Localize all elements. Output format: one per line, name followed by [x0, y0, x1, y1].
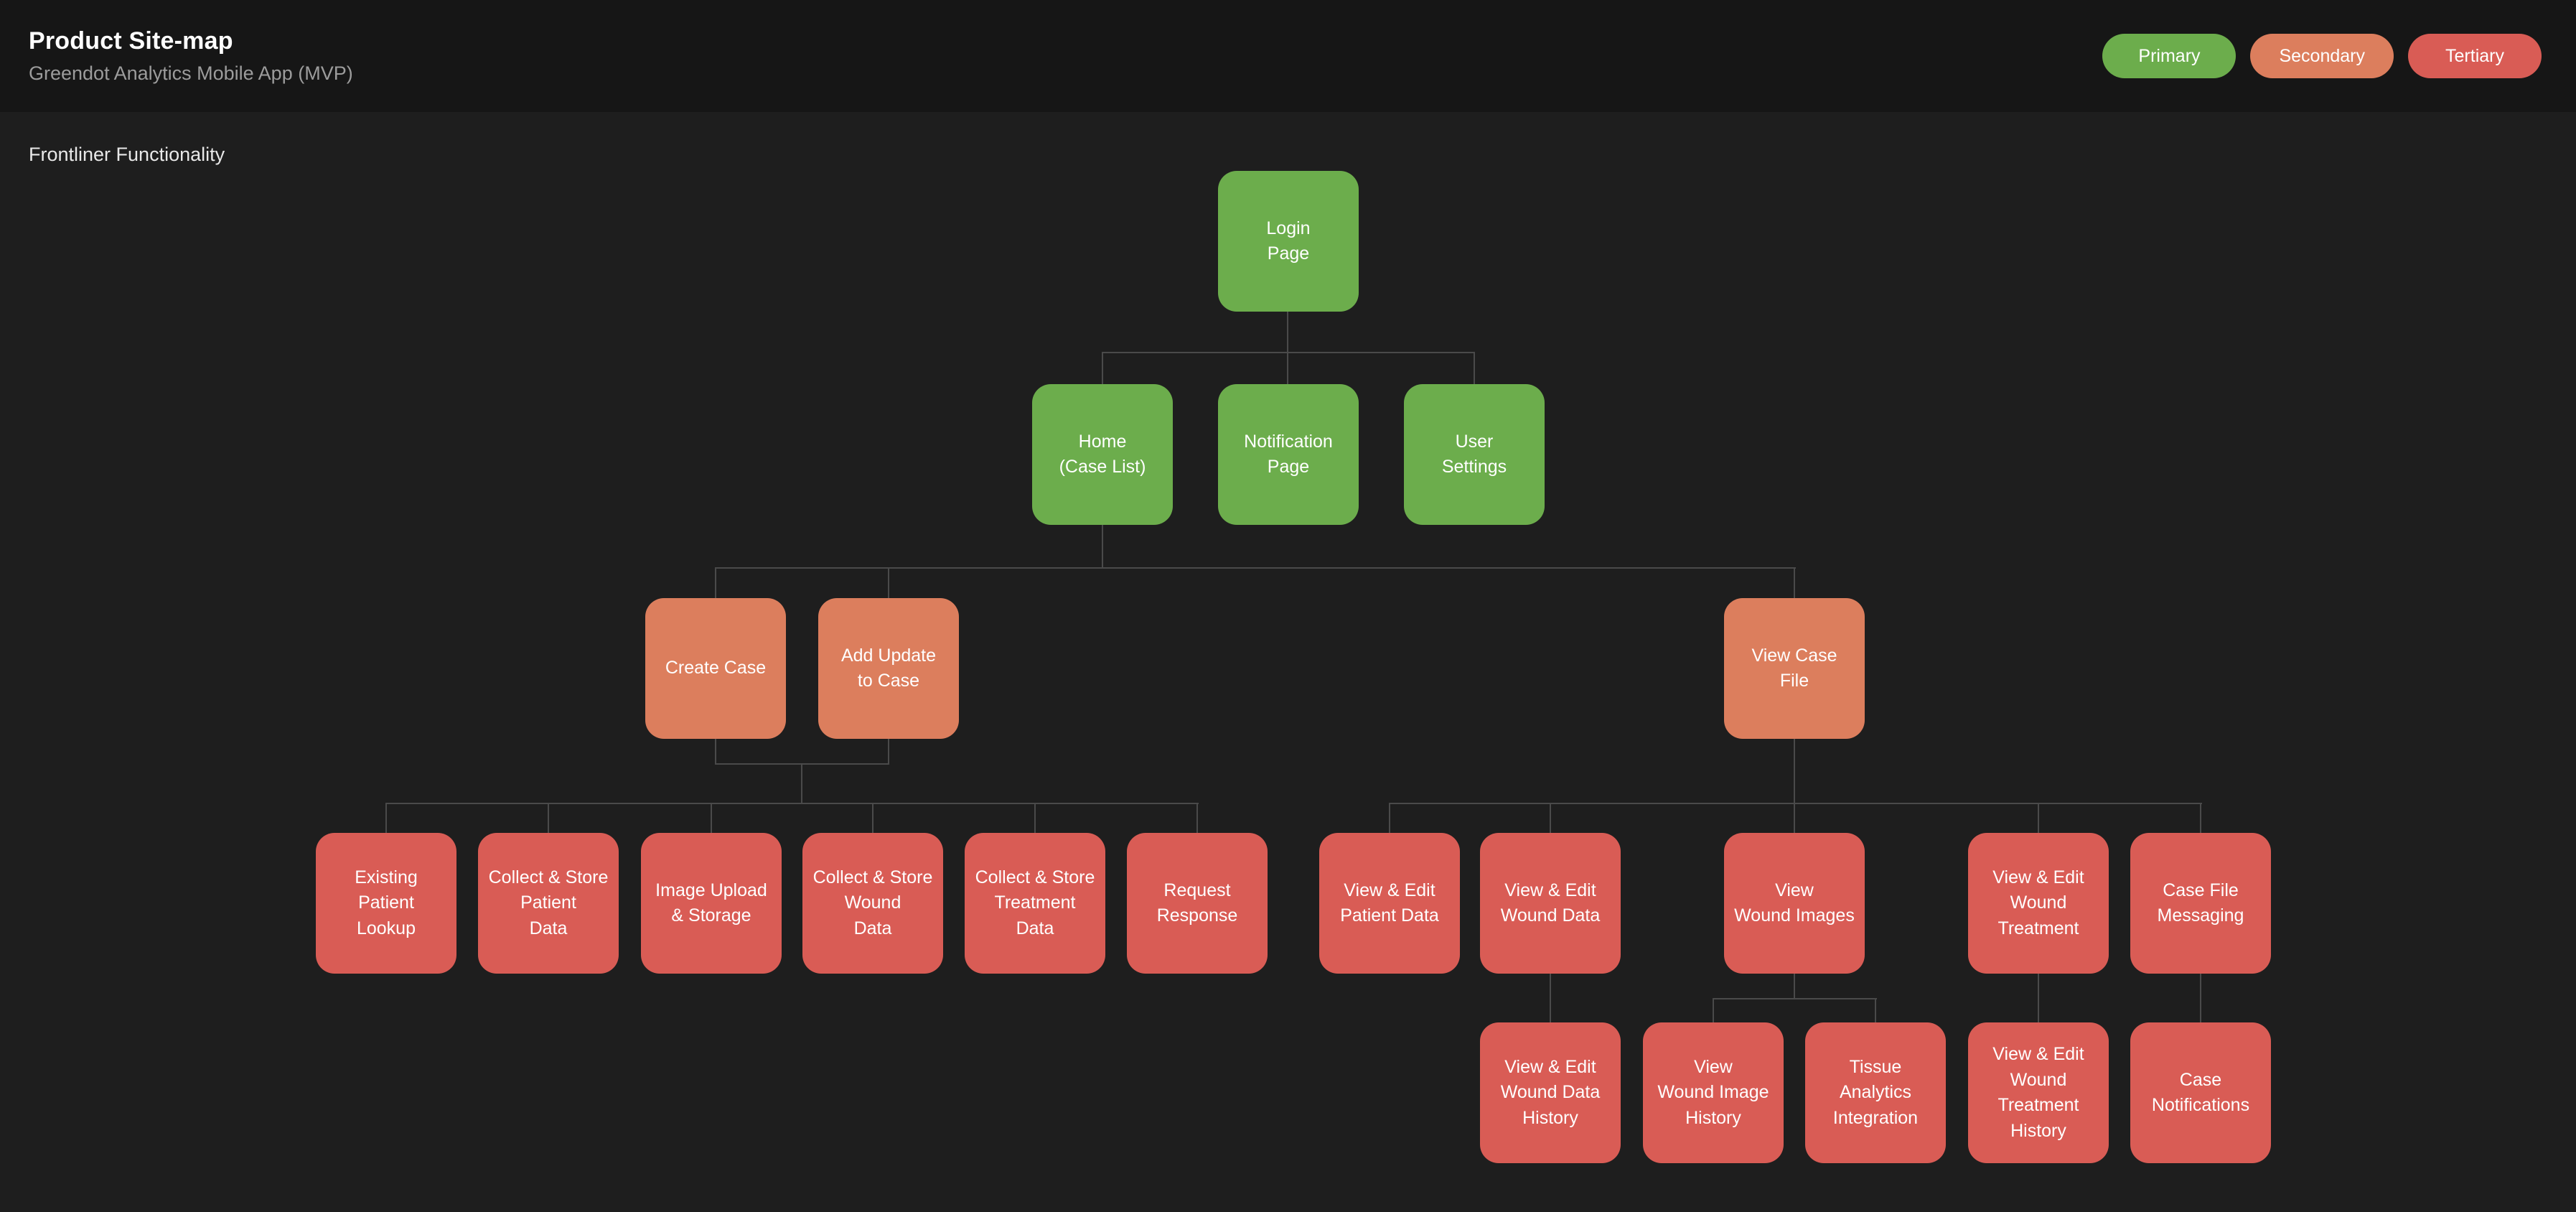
legend-pill-secondary[interactable]: Secondary — [2250, 34, 2394, 78]
connector-line — [1389, 803, 2202, 804]
node-tissue-analytics-integration[interactable]: Tissue Analytics Integration — [1805, 1022, 1946, 1163]
connector-line — [1713, 998, 1877, 999]
connector-line — [715, 567, 716, 598]
node-view-edit-wound-treatment-history[interactable]: View & Edit Wound Treatment History — [1968, 1022, 2109, 1163]
node-request-response[interactable]: Request Response — [1127, 833, 1268, 974]
legend-pill-primary[interactable]: Primary — [2102, 34, 2237, 78]
node-create-case[interactable]: Create Case — [645, 598, 786, 739]
node-login-page[interactable]: Login Page — [1218, 171, 1359, 312]
connector-line — [1034, 803, 1036, 833]
header-bar: Product Site-map Greendot Analytics Mobi… — [0, 0, 2576, 112]
section-label: Frontliner Functionality — [29, 144, 225, 165]
connector-line — [1875, 998, 1876, 1022]
node-view-edit-wound-treatment[interactable]: View & Edit Wound Treatment — [1968, 833, 2109, 974]
node-add-update-to-case[interactable]: Add Update to Case — [818, 598, 959, 739]
connector-line — [1287, 312, 1288, 384]
connector-line — [1196, 803, 1198, 833]
node-view-case-file[interactable]: View Case File — [1724, 598, 1865, 739]
node-user-settings[interactable]: User Settings — [1404, 384, 1545, 525]
connector-line — [1794, 974, 1795, 999]
legend-pill-tertiary[interactable]: Tertiary — [2408, 34, 2542, 78]
connector-line — [2038, 803, 2039, 833]
connector-line — [1794, 567, 1795, 598]
connector-line — [1474, 352, 1475, 384]
node-collect-store-treatment-data[interactable]: Collect & Store Treatment Data — [965, 833, 1105, 974]
header-titles: Product Site-map Greendot Analytics Mobi… — [29, 27, 353, 85]
node-view-wound-images[interactable]: View Wound Images — [1724, 833, 1865, 974]
node-view-edit-patient-data[interactable]: View & Edit Patient Data — [1319, 833, 1460, 974]
connector-line — [1389, 803, 1390, 833]
connector-line — [711, 803, 712, 833]
connector-line — [1102, 352, 1103, 384]
connector-line — [1794, 739, 1795, 804]
node-home-case-list[interactable]: Home (Case List) — [1032, 384, 1173, 525]
page-subtitle: Greendot Analytics Mobile App (MVP) — [29, 62, 353, 84]
connector-line — [888, 567, 889, 598]
connector-line — [1713, 998, 1714, 1022]
node-view-edit-wound-data[interactable]: View & Edit Wound Data — [1480, 833, 1621, 974]
connector-line — [385, 803, 387, 833]
connector-line — [1102, 525, 1103, 569]
connector-line — [715, 567, 1796, 569]
node-collect-store-wound-data[interactable]: Collect & Store Wound Data — [802, 833, 943, 974]
connector-line — [2200, 803, 2201, 833]
connector-line — [1102, 352, 1475, 353]
connector-line — [2200, 974, 2201, 1022]
page-title: Product Site-map — [29, 27, 233, 55]
connector-line — [872, 803, 874, 833]
node-view-wound-image-history[interactable]: View Wound Image History — [1643, 1022, 1784, 1163]
connector-line — [548, 803, 549, 833]
node-case-notifications[interactable]: Case Notifications — [2130, 1022, 2271, 1163]
connector-line — [1794, 803, 1795, 833]
connector-line — [385, 803, 1199, 804]
node-view-edit-wound-data-history[interactable]: View & Edit Wound Data History — [1480, 1022, 1621, 1163]
connector-line — [801, 763, 802, 804]
connector-line — [1550, 803, 1551, 833]
node-image-upload-storage[interactable]: Image Upload & Storage — [641, 833, 782, 974]
connector-line — [2038, 974, 2039, 1022]
node-notification-page[interactable]: Notification Page — [1218, 384, 1359, 525]
node-existing-patient-lookup[interactable]: Existing Patient Lookup — [316, 833, 456, 974]
connector-line — [888, 739, 889, 765]
legend: Primary Secondary Tertiary — [2102, 34, 2542, 78]
connector-line — [1550, 974, 1551, 1022]
node-collect-store-patient-data[interactable]: Collect & Store Patient Data — [478, 833, 619, 974]
node-case-file-messaging[interactable]: Case File Messaging — [2130, 833, 2271, 974]
connector-line — [715, 739, 716, 765]
